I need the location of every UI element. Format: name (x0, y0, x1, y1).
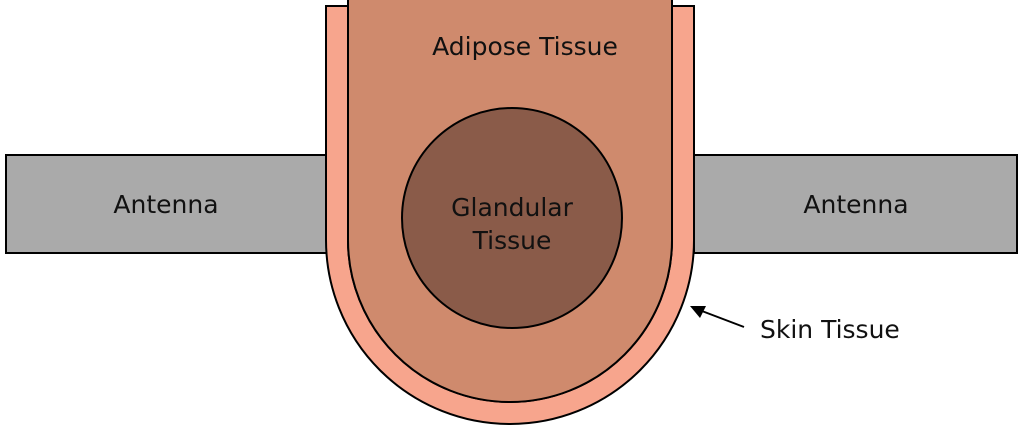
antenna-right (693, 154, 1018, 254)
glandular-tissue (401, 107, 623, 329)
skin-label: Skin Tissue (760, 315, 900, 344)
skin-pointer-arrowhead (690, 306, 706, 318)
adipose-top-cover (349, 0, 671, 3)
antenna-left-label: Antenna (113, 190, 218, 219)
adipose-label: Adipose Tissue (432, 32, 618, 61)
antenna-left (5, 154, 329, 254)
glandular-label-line1: Glandular (451, 193, 573, 222)
glandular-label-line2: Tissue (472, 226, 552, 255)
antenna-right-label: Antenna (803, 190, 908, 219)
